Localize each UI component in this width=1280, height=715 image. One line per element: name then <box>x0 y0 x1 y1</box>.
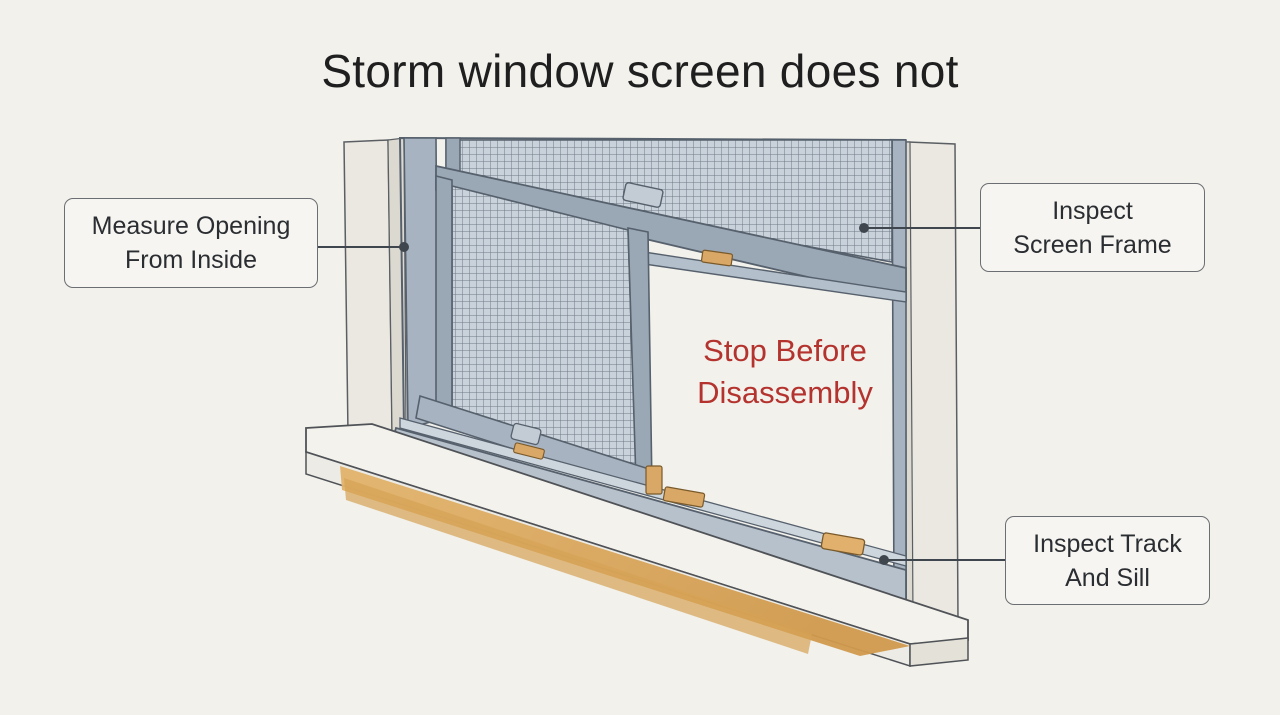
callout-line: Measure Opening <box>91 212 291 240</box>
callout-line: Screen Frame <box>1013 230 1172 259</box>
callout-measure-opening: Measure Opening From Inside <box>64 198 318 288</box>
upper-screen-panel <box>435 137 907 302</box>
window-sill <box>305 423 969 668</box>
callout-leaders <box>318 227 1005 561</box>
callout-line: And Sill <box>1065 563 1150 592</box>
callout-line: From Inside <box>125 246 257 274</box>
callout-line: Inspect Track <box>1033 529 1182 558</box>
callout-anchor-dots <box>399 223 889 565</box>
page-title: Storm window screen does not <box>321 45 959 97</box>
warning-line: Disassembly <box>697 375 873 410</box>
warning-line: Stop Before <box>703 333 867 368</box>
callout-inspect-track-sill: Inspect Track And Sill <box>1005 516 1210 605</box>
callout-line: Inspect <box>1052 196 1133 225</box>
warning-label: Stop Before Disassembly <box>650 330 920 414</box>
left-casing <box>343 137 407 435</box>
callout-inspect-screen-frame: Inspect Screen Frame <box>980 183 1205 272</box>
